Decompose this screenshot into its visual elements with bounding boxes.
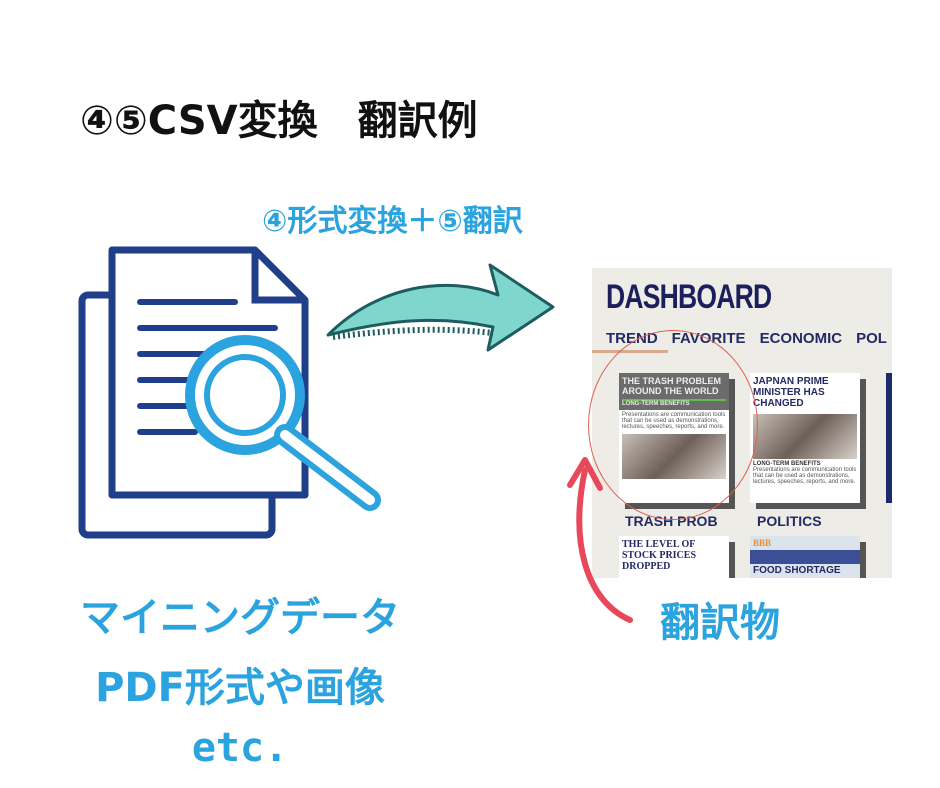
dashboard-heading: DASHBOARD <box>606 278 772 316</box>
conversion-arrow-icon <box>326 263 555 352</box>
tab-pol: POL <box>856 330 887 347</box>
card-food: BBB FOOD SHORTAGE <box>750 536 860 578</box>
card-body: Presentations are communication tools th… <box>753 467 857 485</box>
result-label: 翻訳物 <box>660 600 780 646</box>
card-partial <box>886 373 892 503</box>
source-line-3: etc. <box>191 725 289 771</box>
card-sub: LONG-TERM BENEFITS <box>753 461 821 467</box>
section-trash: TRASH PROB <box>625 513 718 529</box>
card-prime-minister: JAPNAN PRIME MINISTER HAS CHANGED LONG-T… <box>750 373 860 503</box>
card-title: JAPNAN PRIME MINISTER HAS CHANGED <box>753 376 829 409</box>
page-title: ④⑤CSV変換 翻訳例 <box>80 98 478 144</box>
card-title: THE LEVEL OF STOCK PRICES DROPPED <box>622 539 697 572</box>
red-curved-arrow-icon <box>567 457 633 623</box>
document-search-icon <box>78 246 381 539</box>
photo <box>753 414 857 459</box>
card-title: FOOD SHORTAGE <box>753 565 841 576</box>
section-politics: POLITICS <box>757 513 822 529</box>
brand: BBB <box>753 538 772 548</box>
card-stock: THE LEVEL OF STOCK PRICES DROPPED <box>619 536 729 578</box>
highlight-circle <box>588 330 758 520</box>
tab-economic: ECONOMIC <box>759 330 843 347</box>
source-line-2: PDF形式や画像 <box>95 665 385 711</box>
step-label: ④形式変換＋⑤翻訳 <box>262 204 523 239</box>
source-line-1: マイニングデータ <box>80 595 400 641</box>
